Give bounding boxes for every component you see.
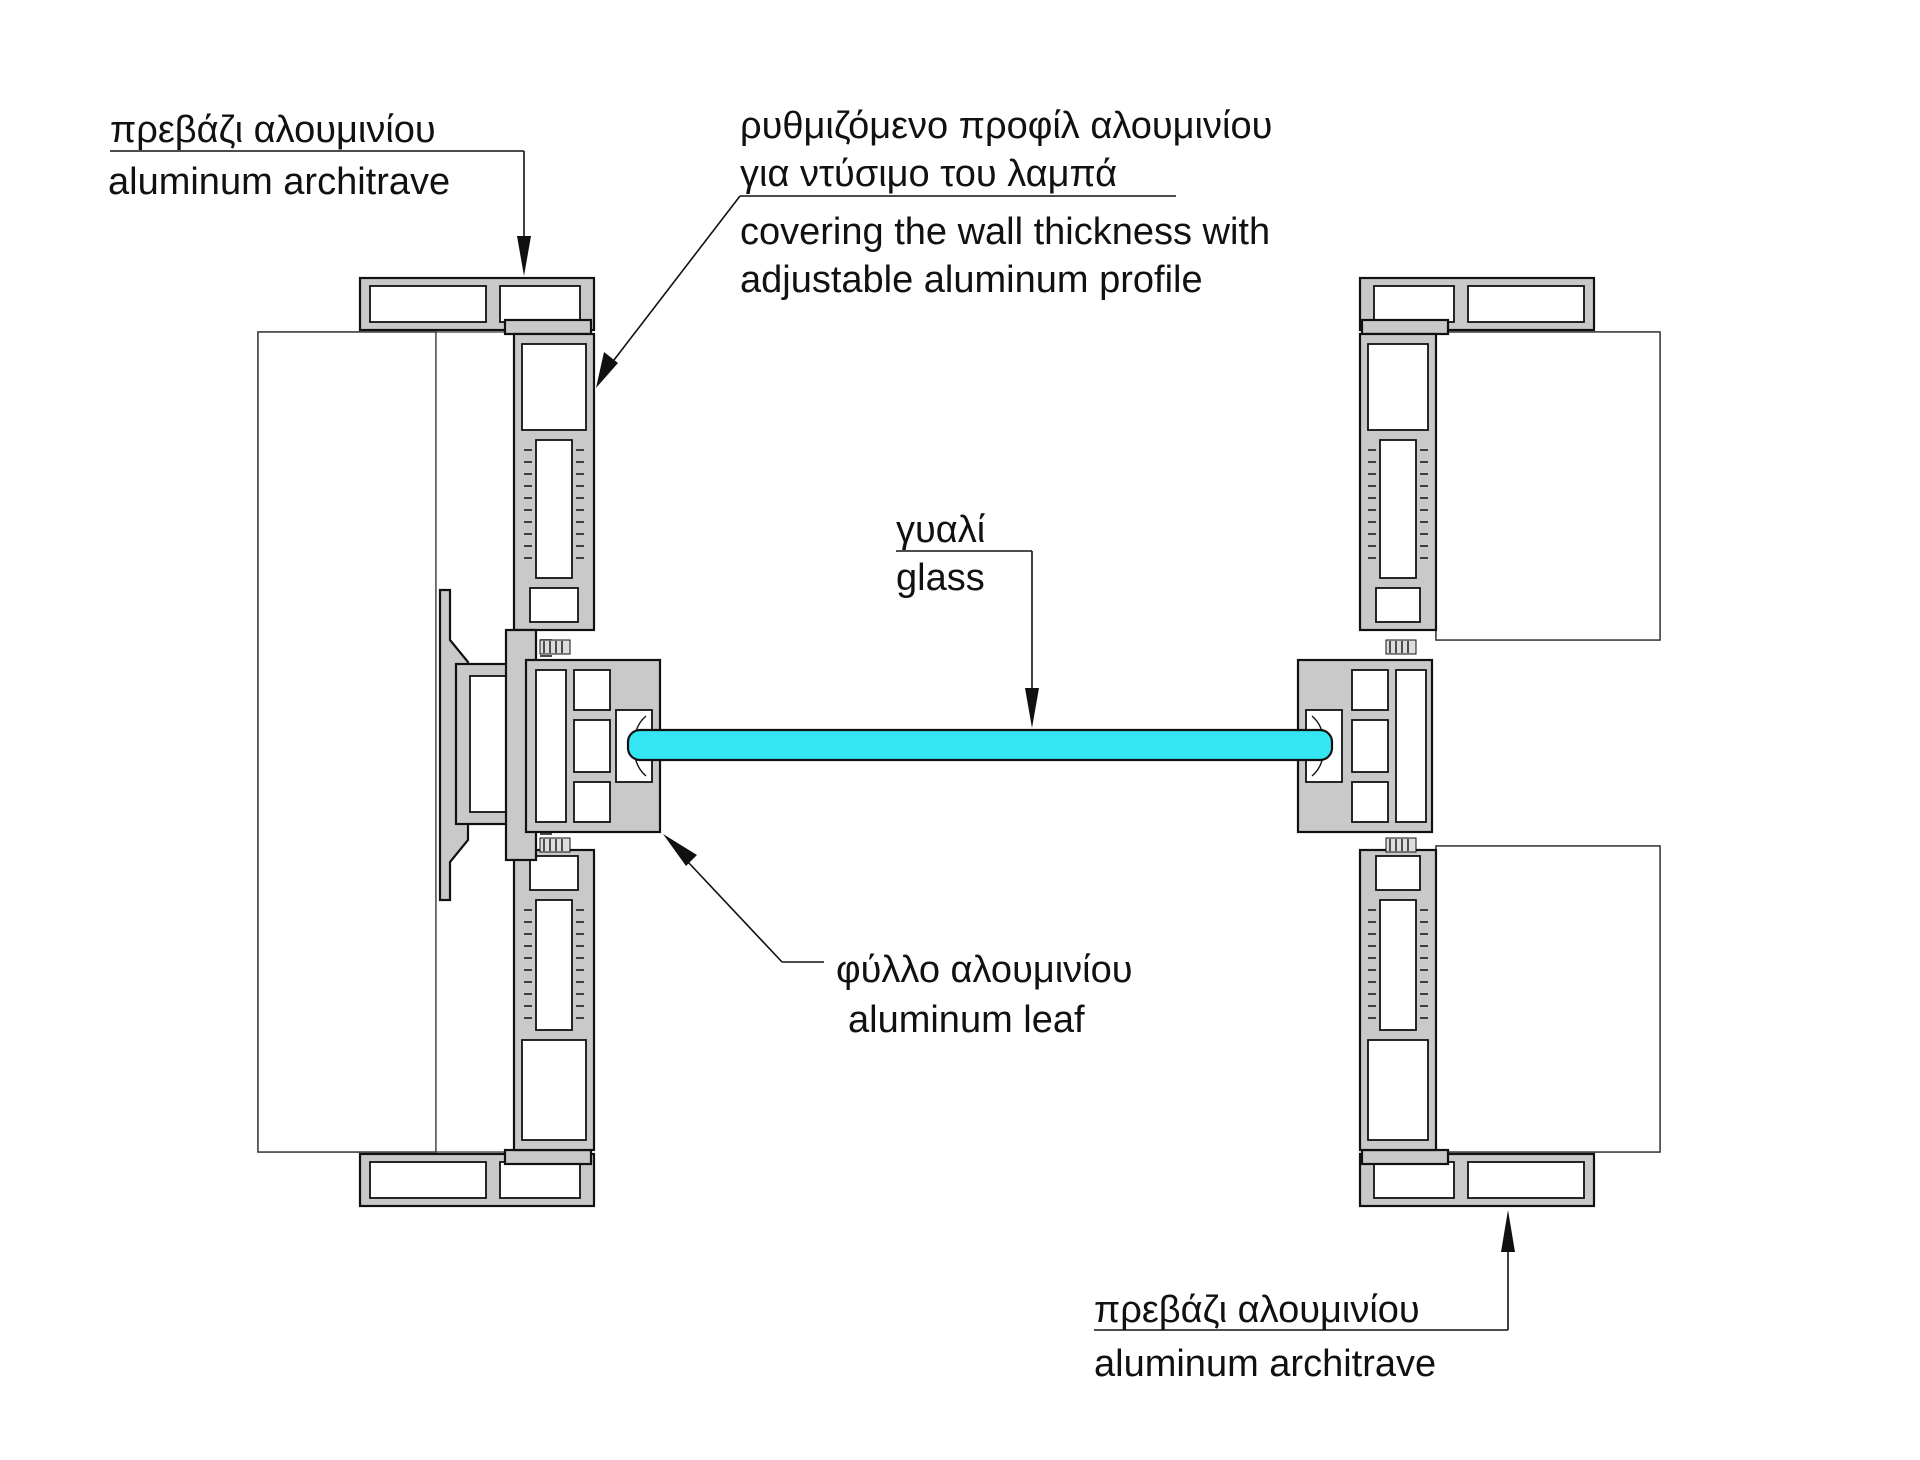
right-wall-upper: [1435, 331, 1661, 641]
architrave-bottom-leader: [1094, 1210, 1515, 1331]
left-top-architrave: [358, 276, 596, 336]
profile-label-en-1: covering the wall thickness with: [740, 211, 1270, 253]
profile-leader: [596, 195, 1176, 388]
architrave-bottom-label-en: aluminum architrave: [1094, 1343, 1436, 1385]
left-bottom-architrave: [358, 1148, 596, 1208]
profile-label-gr-1: ρυθμιζόμενο προφίλ αλουμινίου: [740, 105, 1272, 147]
left-lower-frame-profile: [512, 848, 596, 1152]
glass-label-en: glass: [896, 557, 985, 599]
glass-leader: [896, 550, 1039, 728]
leaf-label-en: aluminum leaf: [848, 999, 1085, 1041]
architrave-bottom-label-gr: πρεβάζι αλουμινίου: [1094, 1289, 1420, 1331]
right-top-architrave: [1358, 276, 1596, 336]
left-hinge-bracket: [438, 588, 552, 902]
leaf-leader: [663, 834, 824, 963]
right-gasket-bottom: [1385, 837, 1417, 853]
architrave-top-label-en: aluminum architrave: [108, 161, 450, 203]
glass-label-gr: γυαλί: [896, 509, 986, 551]
architrave-top-label-gr: πρεβάζι αλουμινίου: [110, 109, 436, 151]
left-gasket-bottom: [539, 837, 571, 853]
right-lower-frame-profile: [1358, 848, 1438, 1152]
left-gasket-top: [539, 639, 571, 655]
right-upper-frame-profile: [1358, 332, 1438, 632]
right-wall-lower: [1435, 845, 1661, 1153]
right-gasket-top: [1385, 639, 1417, 655]
left-upper-frame-profile: [512, 332, 596, 632]
profile-label-en-2: adjustable aluminum profile: [740, 259, 1203, 301]
leaf-label-gr: φύλλο αλουμινίου: [836, 949, 1133, 991]
profile-label-gr-2: για ντύσιμο του λαμπά: [740, 153, 1117, 195]
architrave-top-leader: [110, 150, 531, 276]
right-bottom-architrave: [1358, 1148, 1596, 1208]
glass-pane: [626, 728, 1334, 762]
